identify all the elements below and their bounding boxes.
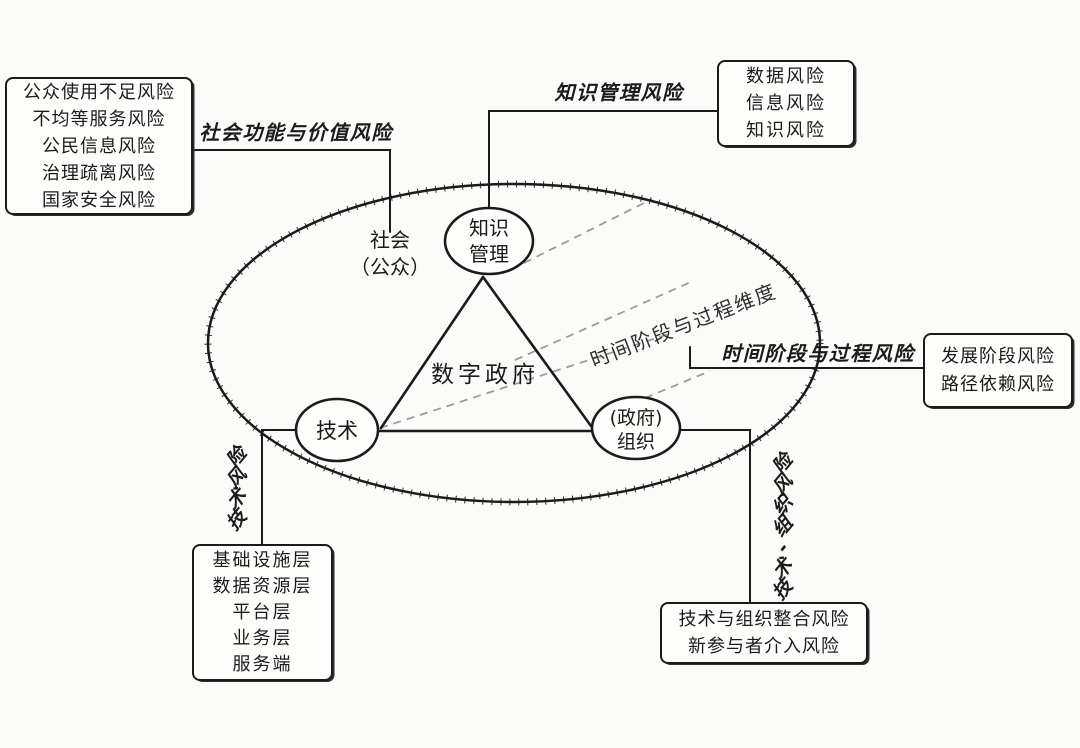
society-line2: （公众） xyxy=(350,255,430,279)
risk-item: 知识风险 xyxy=(746,120,826,141)
organization-line1: (政府) xyxy=(609,407,663,429)
risk-item: 不均等服务风险 xyxy=(32,108,166,130)
risk-item: 新参与者介入风险 xyxy=(688,636,840,657)
organization-node-label: (政府) 组织 xyxy=(610,406,663,454)
risk-item: 技术与组织整合风险 xyxy=(678,609,850,630)
risk-item: 发展阶段风险 xyxy=(941,345,1055,367)
digital-government-center-label: 数字政府 xyxy=(431,362,539,388)
technology-node-label: 技术 xyxy=(316,419,358,443)
technology-risk-label: 技术风险 xyxy=(222,443,251,535)
rotated-label-char: - xyxy=(771,537,794,558)
risk-item: 路径依赖风险 xyxy=(941,373,1055,395)
time-dashed-line-tail xyxy=(644,370,711,399)
knowledge-risk-connector xyxy=(488,110,718,210)
knowledge-node-line1: 知识 xyxy=(469,216,509,240)
knowledge-mgmt-risk-label: 知识管理风险 xyxy=(554,80,684,105)
technology-layers-box: 基础设施层 数据资源层 平台层 业务层 服务端 xyxy=(192,544,333,681)
layer-item: 数据资源层 xyxy=(212,575,313,597)
tech-org-risk-connector xyxy=(677,429,751,603)
social-risks-box: 公众使用不足风险 不均等服务风险 公民信息风险 治理疏离风险 国家安全风险 xyxy=(5,77,193,215)
layer-item: 平台层 xyxy=(232,601,293,623)
organization-node-circle xyxy=(590,395,682,461)
time-process-risk-label: 时间阶段与过程风险 xyxy=(721,341,915,366)
knowledge-risks-box: 数据风险 信息风险 知识风险 xyxy=(717,60,855,147)
time-dashed-line-long xyxy=(379,332,673,429)
technology-risk-connector xyxy=(261,429,299,545)
triangle-edge-right xyxy=(481,275,593,428)
knowledge-node-label: 知识 管理 xyxy=(469,215,509,267)
society-boundary-ellipse-ticks xyxy=(204,180,824,506)
risk-item: 信息风险 xyxy=(746,93,826,114)
risk-item: 数据风险 xyxy=(746,66,826,87)
layer-item: 基础设施层 xyxy=(212,549,313,571)
time-dashed-line-top xyxy=(523,198,653,264)
time-risks-box: 发展阶段风险 路径依赖风险 xyxy=(923,333,1073,408)
social-function-risk-label: 社会功能与价值风险 xyxy=(199,120,393,145)
risk-item: 治理疏离风险 xyxy=(42,162,156,184)
knowledge-node-circle xyxy=(443,206,535,276)
tech-org-risk-label: 技术-组织风险 xyxy=(768,449,797,604)
time-risk-connector xyxy=(689,346,924,369)
organization-line2: 组织 xyxy=(616,431,656,453)
tech-org-risks-box: 技术与组织整合风险 新参与者介入风险 xyxy=(660,602,868,664)
triangle-edge-left xyxy=(379,275,485,430)
society-public-label: 社会 （公众） xyxy=(350,227,430,281)
time-dashed-line-middle xyxy=(514,280,694,361)
knowledge-node-line2: 管理 xyxy=(469,242,509,266)
technology-node-circle xyxy=(294,397,380,463)
social-risk-connector xyxy=(194,149,391,233)
risk-item: 国家安全风险 xyxy=(42,189,156,211)
risk-item: 公民信息风险 xyxy=(42,135,156,157)
layer-item: 服务端 xyxy=(232,653,293,675)
layer-item: 业务层 xyxy=(232,627,293,649)
risk-item: 公众使用不足风险 xyxy=(23,81,175,103)
society-line1: 社会 xyxy=(370,228,410,252)
